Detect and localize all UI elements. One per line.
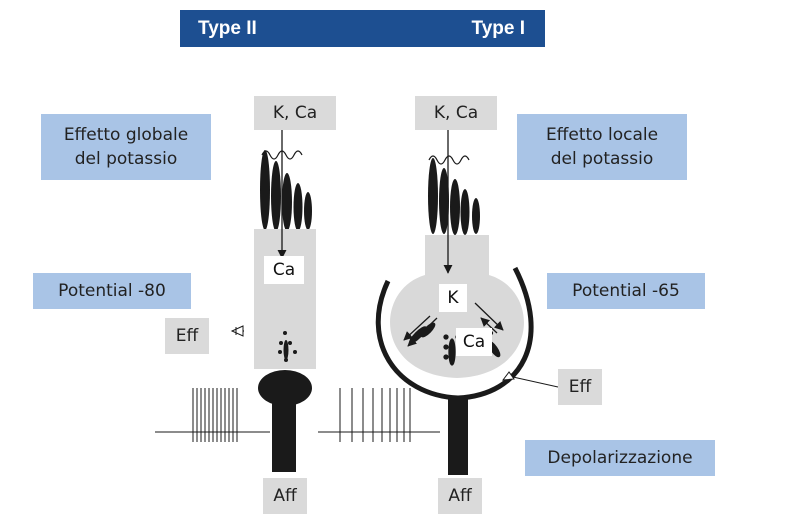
local-potassium-effect-label: Effetto locale del potassio <box>517 114 687 180</box>
type-ii-vesicles <box>278 331 297 362</box>
type-header-bar: Type II Type I <box>180 10 545 47</box>
type-i-afferent-fiber <box>448 398 468 475</box>
type-i-potassium-label: K <box>439 284 467 312</box>
type-i-afferent-label: Aff <box>438 478 482 514</box>
type-i-ions-top-label: K, Ca <box>415 96 497 130</box>
type-ii-afferent-bouton <box>258 370 312 406</box>
type-ii-spike-train <box>155 388 270 442</box>
depolarization-label: Depolarizzazione <box>525 440 715 476</box>
type-ii-label: Type II <box>198 18 257 39</box>
type-ii-efferent-label: Eff <box>165 318 209 354</box>
type-i-efferent-label: Eff <box>558 369 602 405</box>
type-ii-potential-label: Potential -80 <box>33 273 191 309</box>
type-ii-calcium-label: Ca <box>264 256 304 284</box>
type-i-calcium-label: Ca <box>456 328 492 356</box>
type-i-stereocilia <box>428 155 480 235</box>
type-ii-efferent-terminal <box>230 325 244 337</box>
type-ii-afferent-label: Aff <box>263 478 307 514</box>
type-i-efferent-terminal <box>501 371 515 381</box>
type-i-potential-label: Potential -65 <box>547 273 705 309</box>
type-i-label: Type I <box>471 18 526 39</box>
global-potassium-effect-label: Effetto globale del potassio <box>41 114 211 180</box>
type-i-spike-train <box>318 388 440 442</box>
type-i-calyx <box>375 266 534 401</box>
type-ii-afferent-fiber <box>272 400 296 472</box>
type-i-efferent-line <box>512 376 559 388</box>
type-ii-stereocilia <box>260 150 312 231</box>
type-ii-ions-top-label: K, Ca <box>254 96 336 130</box>
